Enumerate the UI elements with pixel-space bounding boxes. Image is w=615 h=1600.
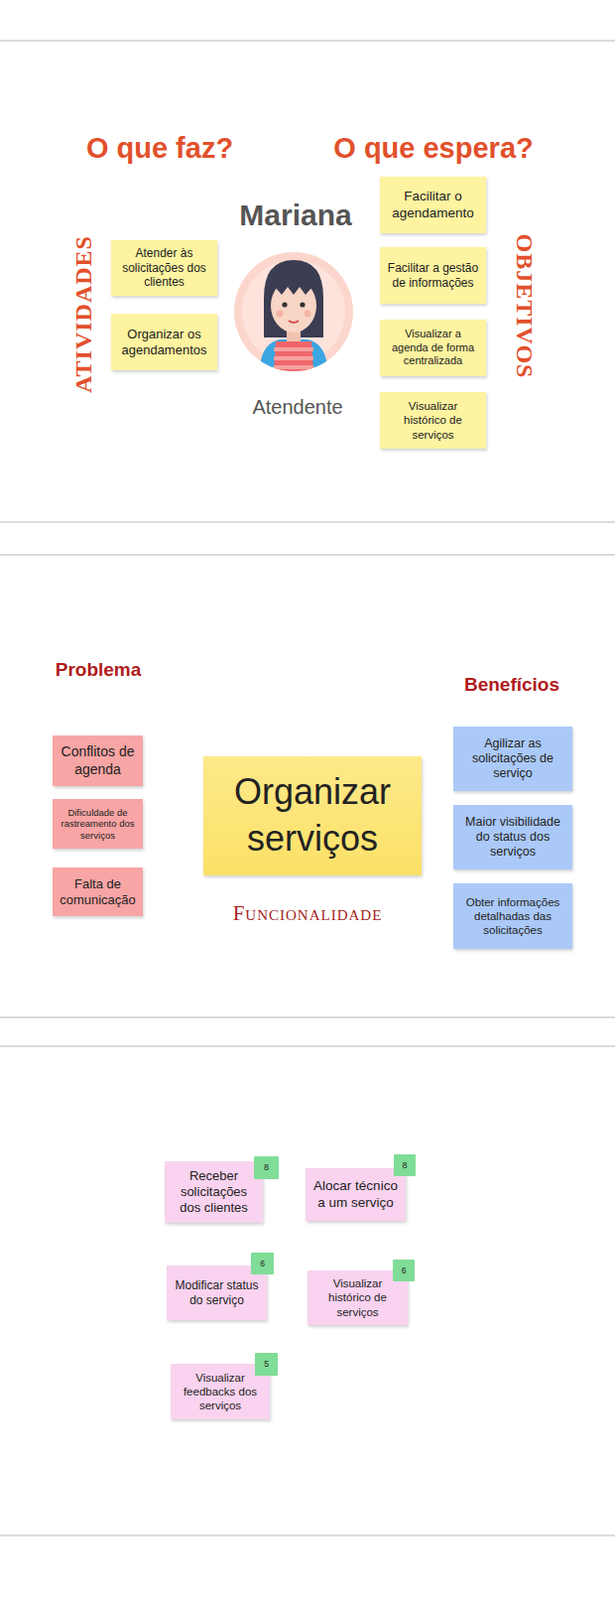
vote-badge: 6 (392, 1258, 415, 1281)
note-text: Agilizar as solicitações de serviço (459, 736, 567, 782)
problem-note: Conflitos de agenda (52, 735, 143, 786)
separator-line (0, 1534, 615, 1536)
vote-count: 6 (250, 1257, 274, 1268)
note-text: Facilitar a gestão de informações (385, 260, 481, 290)
objective-note: Facilitar a gestão de informações (379, 246, 487, 304)
persona-name: Mariana (239, 198, 352, 233)
vote-count: 8 (393, 1159, 416, 1171)
note-text: Atender às solicitações dos clientes (117, 246, 212, 290)
section-heading: Benefícios (464, 673, 560, 696)
note-text: Visualizar feedbacks dos serviços (176, 1369, 264, 1412)
note-text: Organizar serviços (209, 768, 416, 862)
persona-role: Atendente (251, 395, 343, 419)
note-text: Alocar técnico a um serviço (311, 1177, 400, 1211)
note-text: Obter informações detalhadas das solicit… (459, 894, 567, 937)
problem-note: Falta de comunicação (52, 866, 143, 916)
side-heading: OBJETIVOS (511, 233, 539, 378)
separator-line (0, 1045, 615, 1047)
column-heading: O que faz? (86, 131, 234, 165)
story-note: Visualizar feedbacks dos serviços5 (170, 1362, 270, 1419)
vote-count: 6 (392, 1264, 415, 1275)
benefit-note: Maior visibilidade do status dos serviço… (453, 804, 573, 869)
column-heading: O que espera? (333, 131, 533, 165)
activity-note: Atender às solicitações dos clientes (111, 240, 218, 296)
note-text: Modificar status do serviço (172, 1277, 261, 1307)
separator-line (0, 554, 615, 556)
objective-note: Visualizar a agenda de forma centralizad… (379, 319, 487, 376)
note-text: Dificuldade de rastreamento dos serviços (58, 806, 137, 842)
vote-count: 5 (254, 1357, 278, 1368)
note-text: Maior visibilidade do status dos serviço… (459, 814, 567, 861)
note-text: Visualizar histórico de serviços (385, 398, 481, 441)
note-text: Visualizar a agenda de forma centralizad… (385, 327, 481, 368)
feature-note: Organizar serviços (203, 755, 422, 875)
problem-note: Dificuldade de rastreamento dos serviços (52, 798, 143, 849)
activity-note: Organizar os agendamentos (111, 313, 218, 370)
note-text: Conflitos de agenda (58, 742, 137, 777)
vote-count: 8 (253, 1161, 279, 1173)
note-text: Organizar os agendamentos (117, 326, 212, 359)
story-note: Alocar técnico a um serviço8 (305, 1167, 406, 1221)
note-text: Visualizar histórico de serviços (313, 1275, 402, 1318)
objective-note: Visualizar histórico de serviços (379, 391, 487, 449)
story-note: Visualizar histórico de serviços6 (307, 1269, 408, 1325)
story-note: Modificar status do serviço6 (166, 1264, 267, 1320)
side-heading: ATIVIDADES (69, 235, 97, 393)
benefit-note: Obter informações detalhadas das solicit… (453, 882, 573, 949)
separator-line (0, 40, 615, 42)
vote-badge: 8 (253, 1155, 279, 1179)
separator-line (0, 521, 615, 523)
note-text: Facilitar o agendamento (385, 188, 481, 222)
avatar-illustration (234, 251, 354, 371)
vote-badge: 5 (254, 1352, 278, 1375)
section-heading: Problema (55, 658, 142, 681)
vote-badge: 6 (250, 1251, 274, 1274)
separator-line (0, 1016, 615, 1018)
story-note: Receber solicitações dos clientes8 (164, 1160, 263, 1223)
section-heading: Funcionalidade (233, 900, 383, 926)
note-text: Receber solicitações dos clientes (170, 1167, 257, 1216)
vote-badge: 8 (393, 1153, 416, 1176)
benefit-note: Agilizar as solicitações de serviço (453, 726, 573, 791)
note-text: Falta de comunicação (58, 875, 137, 908)
objective-note: Facilitar o agendamento (379, 176, 487, 234)
